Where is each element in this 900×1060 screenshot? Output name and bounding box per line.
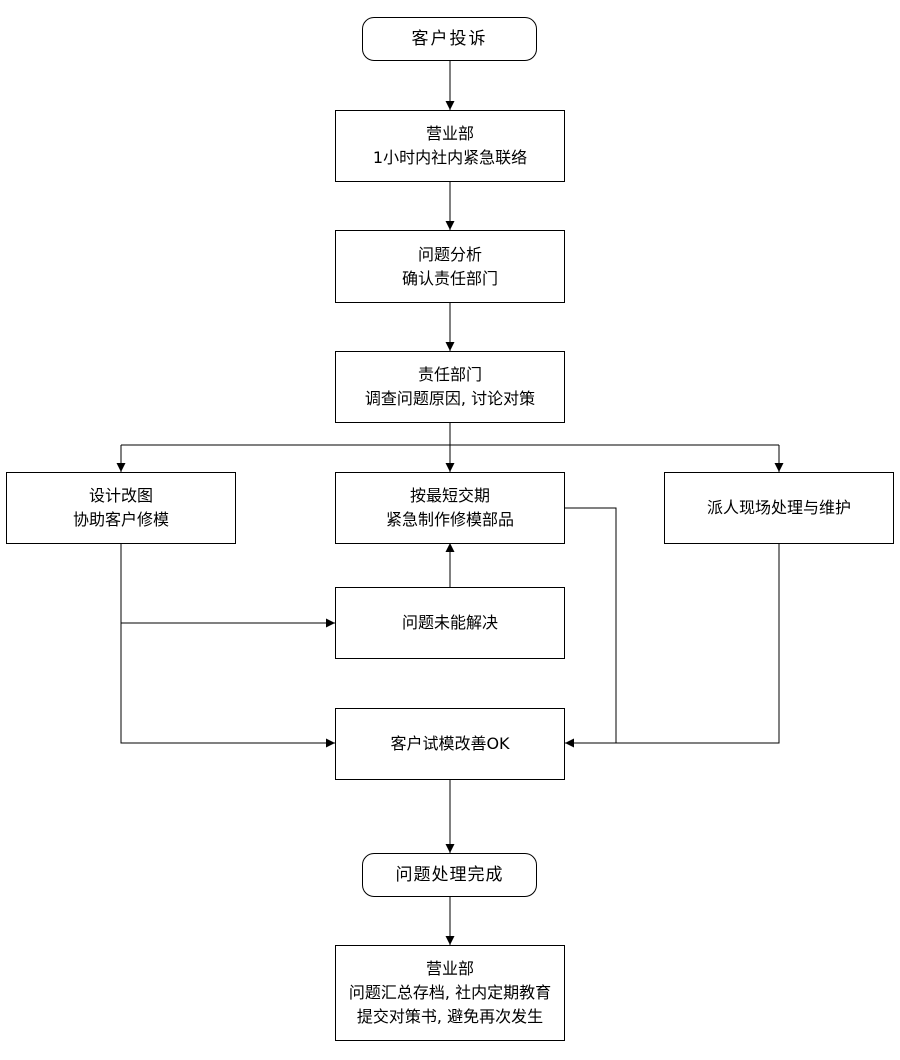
node-handling-complete: 问题处理完成 xyxy=(362,853,537,897)
node-line: 1小时内社内紧急联络 xyxy=(372,148,528,167)
node-line: 协助客户修模 xyxy=(72,510,169,529)
node-line: 派人现场处理与维护 xyxy=(706,498,851,517)
node-line: 问题分析 xyxy=(417,244,482,264)
node-sales-archive: 营业部 问题汇总存档, 社内定期教育 提交对策书, 避免再次发生 xyxy=(335,945,565,1041)
node-unsolved: 问题未能解决 xyxy=(335,587,565,659)
node-line: 营业部 xyxy=(425,124,474,143)
node-line: 按最短交期 xyxy=(409,486,490,505)
node-trial-ok: 客户试模改善OK xyxy=(335,708,565,780)
node-line: 问题汇总存档, 社内定期教育 xyxy=(348,983,552,1002)
node-line: 责任部门 xyxy=(417,365,482,384)
node-line: 确认责任部门 xyxy=(401,268,498,288)
node-design-change: 设计改图 协助客户修模 xyxy=(6,472,236,544)
node-line: 客户投诉 xyxy=(411,29,488,49)
node-onsite-service: 派人现场处理与维护 xyxy=(664,472,894,544)
node-urgent-parts: 按最短交期 紧急制作修模部品 xyxy=(335,472,565,544)
edge-onsite-trial xyxy=(616,543,780,744)
node-sales-contact: 营业部 1小时内社内紧急联络 xyxy=(335,110,565,182)
node-responsible-dept: 责任部门 调查问题原因, 讨论对策 xyxy=(335,351,565,423)
node-problem-analysis: 问题分析 确认责任部门 xyxy=(335,230,565,303)
node-line: 调查问题原因, 讨论对策 xyxy=(364,389,536,408)
edge-design-unsolved xyxy=(120,543,335,628)
node-line: 问题处理完成 xyxy=(395,865,504,885)
node-customer-complaint: 客户投诉 xyxy=(362,17,537,61)
node-line: 问题未能解决 xyxy=(401,613,498,632)
node-line: 设计改图 xyxy=(88,486,153,505)
edge-design-trial xyxy=(120,623,335,748)
edge-urgent-trial xyxy=(564,507,617,748)
node-line: 客户试模改善OK xyxy=(390,734,510,753)
node-line: 营业部 xyxy=(425,959,474,978)
node-line: 紧急制作修模部品 xyxy=(385,510,514,529)
node-line: 提交对策书, 避免再次发生 xyxy=(356,1007,544,1026)
